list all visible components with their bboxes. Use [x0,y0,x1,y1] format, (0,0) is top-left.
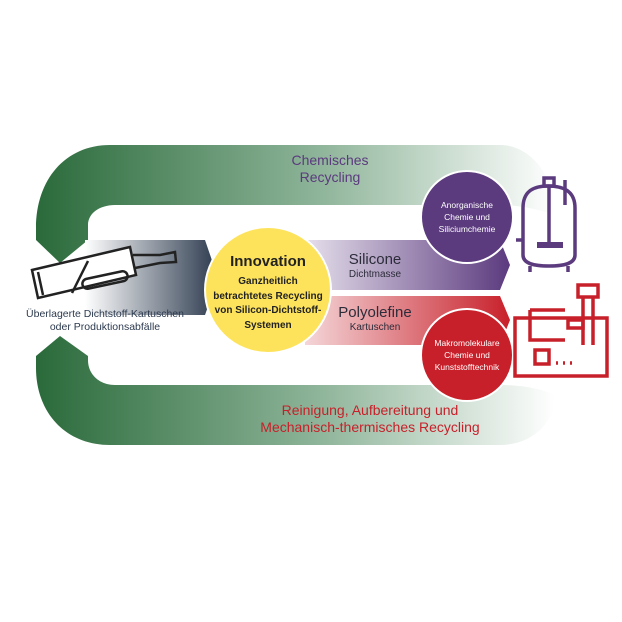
macro-circle [420,308,514,402]
label-line: Chemisches [291,152,369,168]
reactor-icon [516,176,577,272]
label-line: oder Produktionsabfälle [49,320,161,333]
polyolefine-title: Polyolefine [338,304,412,321]
mechanical-recycling-label: Reinigung, Aufbereitung und Mechanisch-t… [220,402,520,436]
label-line: Chemie und [444,349,490,360]
top-loop-arrow [36,145,555,263]
label-line: Recycling [299,168,361,185]
innovation-circle [204,226,332,354]
label-line: Siliciumchemie [438,223,496,234]
label-line: Systemen [244,319,292,331]
label-line: Chemie und [444,211,490,222]
bottom-loop-arrow [36,336,555,445]
chem-circle [420,170,514,264]
label-line: betrachtetes Recycling [213,290,323,302]
silicone-label: Silicone Dichtmasse [325,251,425,281]
label-line: Mechanisch-thermisches Recycling [260,418,480,435]
chemical-recycling-label: Chemisches Recycling [250,152,410,186]
label-line: Anorganische [441,200,493,210]
cartridge-icon [30,245,178,300]
chem-circle-text: Anorganische Chemie und Siliciumchemie [421,200,513,236]
macro-circle-text: Makromolekulare Chemie und Kunststofftec… [421,338,513,374]
source-label: Überlagerte Dichtstoff-Kartuschen oder P… [10,308,200,333]
label-line: Makromolekulare [434,338,500,348]
label-line: Reinigung, Aufbereitung und [281,402,459,418]
label-line: von Silicon-Dichtstoff- [214,305,322,316]
polyolefine-sub: Kartuschen [349,322,401,333]
innovation-title: Innovation [230,253,306,270]
polyolefine-label: Polyolefine Kartuschen [320,304,430,334]
label-line: Kunststofftechnik [434,361,500,372]
injection-molding-machine-icon [513,283,609,378]
innovation-text: Innovation Ganzheitlich betrachtetes Rec… [205,253,331,333]
silicone-sub: Dichtmasse [348,269,402,280]
silicone-title: Silicone [348,251,402,268]
label-line: Überlagerte Dichtstoff-Kartuschen [26,308,184,320]
label-line: Ganzheitlich [238,276,298,287]
